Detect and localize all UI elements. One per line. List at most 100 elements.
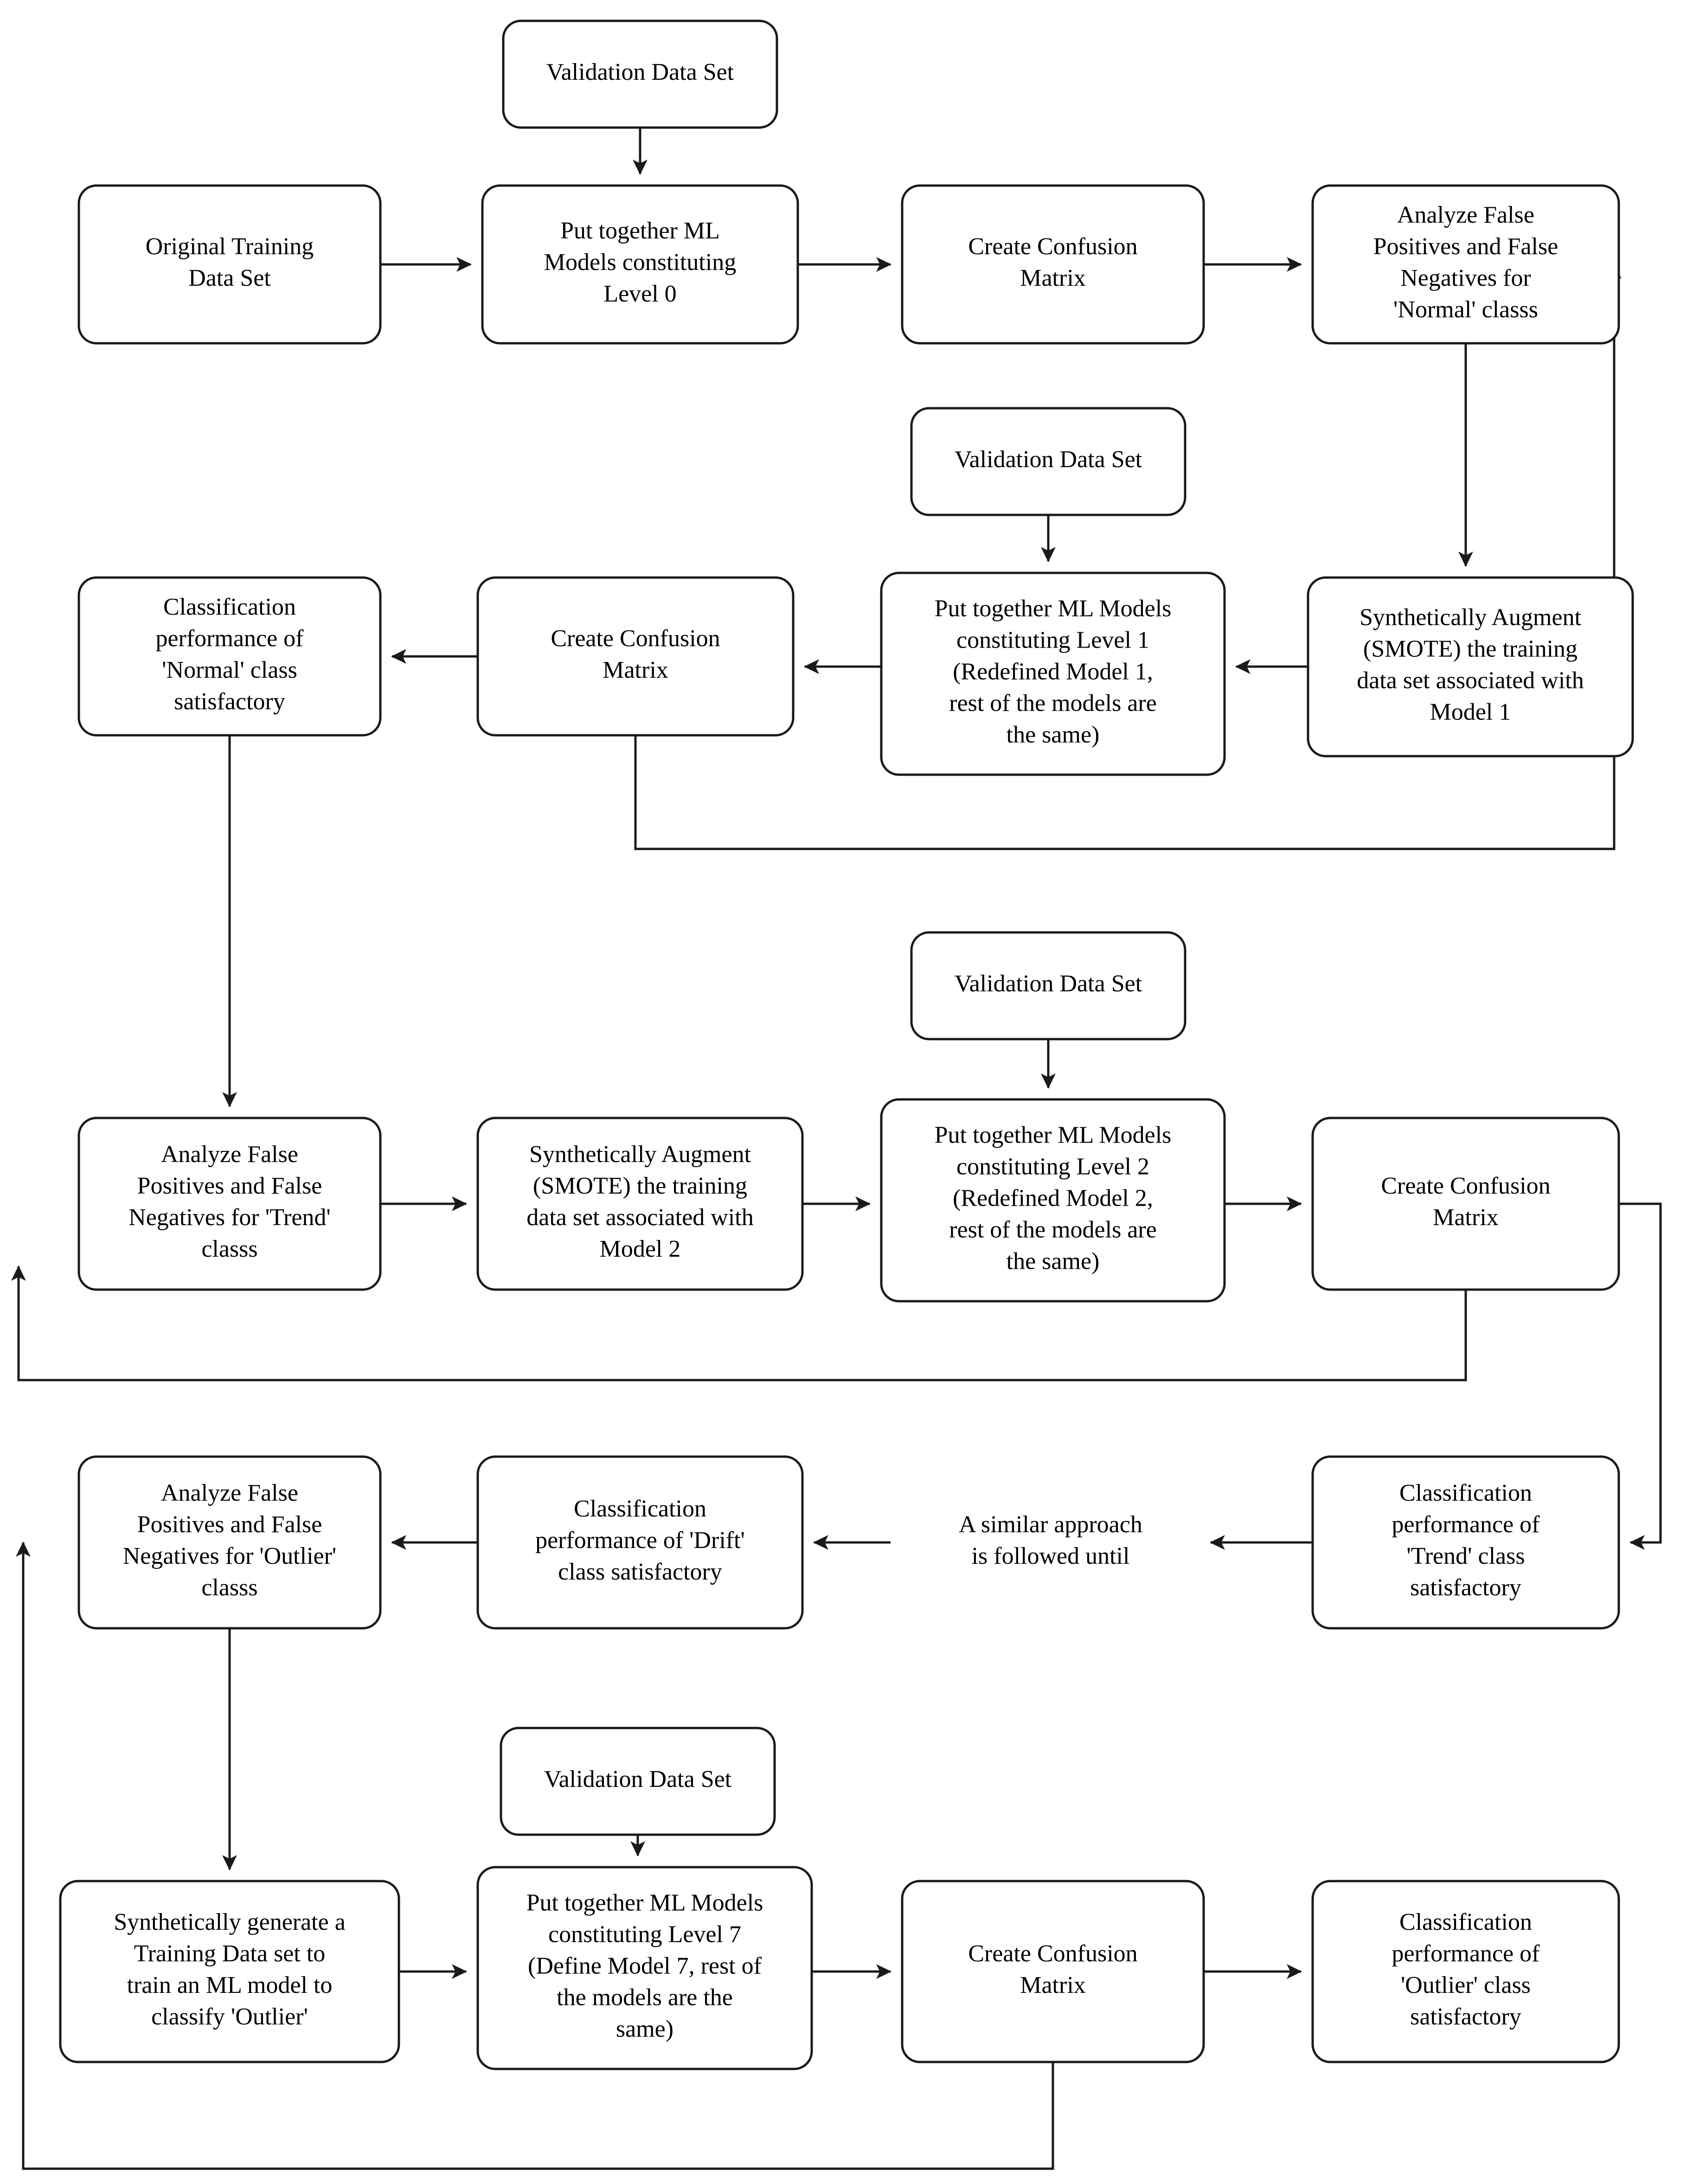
node-box-classification-performance-outlier	[1311, 1880, 1620, 2063]
edge-cm3-loop-to-analyze-outlier	[16, 1541, 1054, 2170]
node-label-synthetically-augment-model-2: data set associated with	[526, 1204, 754, 1231]
node-label-put-together-level-0: Put together ML	[560, 218, 720, 244]
node-label-classification-performance-drift: performance of 'Drift'	[535, 1527, 745, 1554]
node-box-put-together-level-1	[880, 572, 1226, 776]
node-label-analyze-fp-fn-outlier: classs	[201, 1574, 257, 1601]
node-label-synthetically-augment-model-1: Synthetically Augment	[1360, 604, 1582, 630]
node-label-synthetically-generate-outlier: classify 'Outlier'	[151, 2004, 308, 2030]
node-label-validation-data-set-3: Validation Data Set	[544, 1766, 732, 1792]
node-box-analyze-fp-fn-trend	[77, 1117, 382, 1291]
node-label-classification-performance-normal: Classification	[163, 594, 296, 620]
node-label-synthetically-augment-model-1: (SMOTE) the training	[1363, 636, 1578, 662]
node-box-classification-performance-normal	[77, 576, 382, 737]
node-label-put-together-level-1: the same)	[1007, 721, 1100, 748]
node-label-create-confusion-matrix-3: Create Confusion	[968, 1940, 1137, 1967]
node-put-together-level-7[interactable]: Put together ML Models constituting Level…	[476, 1866, 813, 2070]
node-label-synthetically-augment-model-1: data set associated with	[1357, 667, 1584, 694]
node-label-synthetically-generate-outlier: Synthetically generate a	[114, 1909, 346, 1935]
node-label-classification-performance-normal: performance of	[155, 625, 304, 652]
node-label-classification-performance-normal: satisfactory	[174, 688, 285, 715]
node-synthetically-augment-model-1[interactable]: Synthetically Augment (SMOTE) the trainin…	[1307, 576, 1634, 758]
node-label-synthetically-augment-model-2: Synthetically Augment	[529, 1141, 751, 1168]
node-label-create-confusion-matrix-1: Matrix	[603, 657, 668, 683]
node-classification-performance-drift[interactable]: Classification performance of 'Drift' clas…	[476, 1455, 804, 1630]
node-box-validation-data-set-1	[910, 407, 1186, 516]
node-validation-data-set-1[interactable]: Validation Data Set	[910, 407, 1186, 516]
node-box-analyze-fp-fn-outlier	[77, 1455, 382, 1630]
node-box-validation-data-set-3	[500, 1727, 776, 1836]
edge-cm2-loop-to-analyze-trend	[11, 1265, 1467, 1381]
node-label-create-confusion-matrix-2: Matrix	[1433, 1204, 1499, 1231]
edge-cm1-loop-to-analyze-normal	[634, 263, 1622, 850]
node-label-analyze-fp-fn-trend: Positives and False	[137, 1173, 322, 1199]
node-validation-data-set-3[interactable]: Validation Data Set	[500, 1727, 776, 1836]
node-box-analyze-fp-fn-normal	[1311, 184, 1620, 345]
node-box-validation-data-set-2	[910, 931, 1186, 1041]
node-label-validation-data-set-1: Validation Data Set	[955, 446, 1142, 473]
node-synthetically-generate-outlier[interactable]: Synthetically generate a Training Data se…	[59, 1880, 400, 2063]
node-label-classification-performance-outlier: Classification	[1399, 1909, 1532, 1935]
node-label-synthetically-augment-model-2: (SMOTE) the training	[533, 1173, 747, 1199]
node-label-validation-data-set-2: Validation Data Set	[955, 970, 1142, 997]
node-synthetically-augment-model-2[interactable]: Synthetically Augment (SMOTE) the trainin…	[476, 1117, 804, 1291]
node-label-put-together-level-7: the models are the	[557, 1984, 733, 2011]
node-label-put-together-level-2: rest of the models are	[949, 1216, 1157, 1243]
node-box-create-confusion-matrix-3	[901, 1880, 1205, 2063]
node-label-create-confusion-matrix-3: Matrix	[1020, 1972, 1086, 1998]
node-box-original-training-data-set	[77, 184, 382, 345]
node-validation-data-set-0[interactable]: Validation Data Set	[502, 19, 778, 129]
node-box-validation-data-set-0	[502, 19, 778, 129]
node-box-synthetically-augment-model-2	[476, 1117, 804, 1291]
node-label-put-together-level-1: Put together ML Models	[935, 595, 1172, 622]
node-label-classification-performance-drift: Classification	[574, 1496, 706, 1522]
node-label-synthetically-generate-outlier: Training Data set to	[134, 1940, 326, 1967]
node-label-analyze-fp-fn-normal: Positives and False	[1373, 233, 1558, 260]
node-label-analyze-fp-fn-outlier: Positives and False	[137, 1511, 322, 1538]
node-label-put-together-level-0: Models constituting	[544, 249, 737, 276]
text-label-a-similar-approach-is-followed-until: is followed until	[972, 1543, 1130, 1569]
node-validation-data-set-2[interactable]: Validation Data Set	[910, 931, 1186, 1041]
node-label-create-confusion-matrix-0: Create Confusion	[968, 233, 1137, 260]
edges-layer	[11, 128, 1662, 2170]
node-label-classification-performance-normal: 'Normal' class	[162, 657, 297, 683]
node-label-put-together-level-7: (Define Model 7, rest of	[528, 1953, 762, 1979]
node-box-put-together-level-2	[880, 1098, 1226, 1303]
node-box-classification-performance-drift	[476, 1455, 804, 1630]
node-label-synthetically-generate-outlier: train an ML model to	[127, 1972, 333, 1998]
node-label-create-confusion-matrix-1: Create Confusion	[551, 625, 720, 652]
node-label-original-training-data-set: Original Training	[146, 233, 314, 260]
node-classification-performance-normal[interactable]: Classification performance of 'Normal' cla…	[77, 576, 382, 737]
node-box-create-confusion-matrix-2	[1311, 1117, 1620, 1291]
node-box-put-together-level-7	[476, 1866, 813, 2070]
node-label-put-together-level-7: Put together ML Models	[526, 1889, 763, 1916]
node-label-analyze-fp-fn-outlier: Analyze False	[161, 1480, 298, 1506]
node-label-analyze-fp-fn-normal: Negatives for	[1400, 265, 1531, 291]
node-label-put-together-level-7: constituting Level 7	[548, 1921, 741, 1947]
node-label-put-together-level-2: constituting Level 2	[956, 1153, 1149, 1180]
node-label-put-together-level-1: rest of the models are	[949, 690, 1157, 716]
node-label-classification-performance-trend: performance of	[1392, 1511, 1540, 1538]
node-label-create-confusion-matrix-2: Create Confusion	[1381, 1173, 1550, 1199]
node-label-classification-performance-drift: class satisfactory	[558, 1559, 722, 1585]
node-label-put-together-level-2: the same)	[1007, 1248, 1100, 1274]
node-label-classification-performance-trend: Classification	[1399, 1480, 1532, 1506]
node-box-put-together-level-0	[481, 184, 799, 345]
node-label-analyze-fp-fn-normal: Analyze False	[1397, 202, 1534, 228]
node-box-synthetically-augment-model-1	[1307, 576, 1634, 758]
node-box-synthetically-generate-outlier	[59, 1880, 400, 2063]
